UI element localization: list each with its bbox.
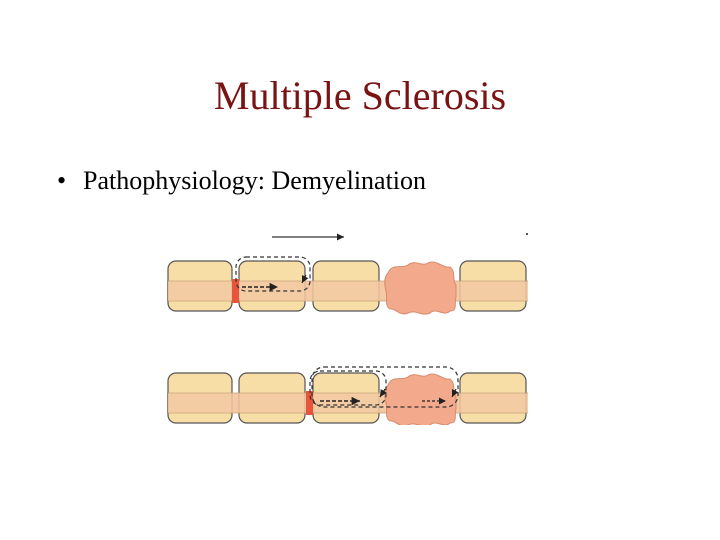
axon-bottom bbox=[167, 366, 528, 425]
demyelinated-plaque bbox=[384, 261, 457, 315]
slide-title: Multiple Sclerosis bbox=[0, 70, 720, 122]
node-of-ranvier-active bbox=[232, 279, 239, 303]
axon-top bbox=[167, 233, 528, 315]
bullet-marker: • bbox=[57, 166, 67, 195]
current-loop bbox=[309, 370, 387, 406]
current-loop bbox=[311, 366, 459, 408]
slide-title-text: Multiple Sclerosis bbox=[213, 73, 507, 118]
demyelination-diagram bbox=[167, 233, 528, 425]
bullet-text: Pathophysiology: Demyelination bbox=[83, 166, 427, 195]
bullet-item: • Pathophysiology: Demyelination bbox=[57, 164, 426, 198]
node-of-ranvier-active bbox=[306, 391, 313, 415]
demyelinated-plaque bbox=[384, 373, 457, 425]
